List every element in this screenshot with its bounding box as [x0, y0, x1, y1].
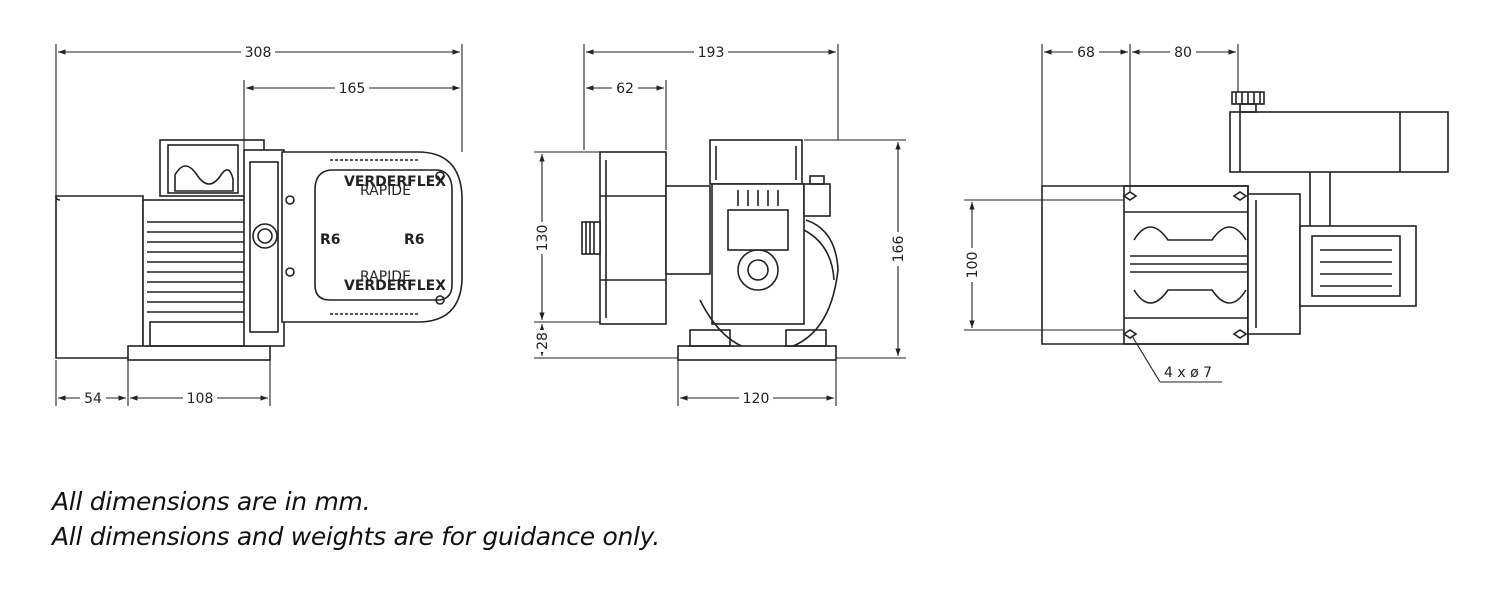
- dim-165: 165: [339, 81, 366, 97]
- dim-80: 80: [1174, 45, 1192, 61]
- model-label-left: R6: [320, 232, 341, 248]
- dim-100: 100: [965, 252, 981, 279]
- note-guidance: All dimensions and weights are for guida…: [52, 522, 660, 551]
- note-units: All dimensions are in mm.: [52, 487, 371, 516]
- dim-130: 130: [535, 225, 551, 252]
- brand-label-top: VERDERFLEX: [344, 174, 446, 190]
- top-view: [1041, 91, 1449, 345]
- dim-28: 28: [535, 332, 551, 350]
- dim-62: 62: [616, 81, 634, 97]
- brand-label-bottom: VERDERFLEX: [344, 278, 446, 294]
- dim-308: 308: [245, 45, 272, 61]
- side-view: [55, 139, 463, 361]
- brand-sub-top: RAPIDE: [360, 183, 411, 199]
- dim-193: 193: [698, 45, 725, 61]
- notes: All dimensions are in mm. All dimensions…: [52, 484, 660, 554]
- dim-68: 68: [1077, 45, 1095, 61]
- dim-120: 120: [743, 391, 770, 407]
- brand-sub-bottom: RAPIDE: [360, 269, 411, 285]
- dim-166: 166: [891, 236, 907, 263]
- dim-108: 108: [187, 391, 214, 407]
- model-label-right: R6: [404, 232, 425, 248]
- holes-callout: 4 x ø 7: [1164, 365, 1212, 381]
- dim-54: 54: [84, 391, 102, 407]
- front-view: [581, 139, 839, 361]
